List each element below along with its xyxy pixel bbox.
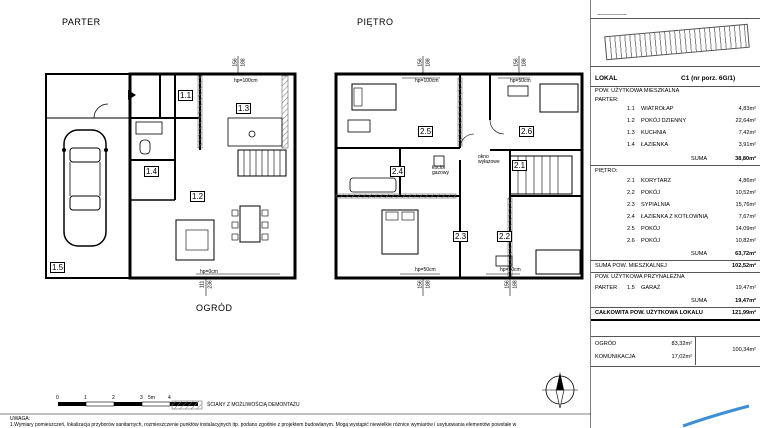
bed-icon [351,83,397,111]
room-tag-2-2: 2.2 [497,231,513,242]
dim-label: 111 [199,280,206,289]
room-tag-2-1: 2.1 [512,160,528,171]
logo-swoosh-icon [682,404,750,428]
lokal-value: C1 (nr porz. 6G/1) [681,75,736,82]
sofa-icon [175,219,215,261]
dim-label: 156 [513,58,520,67]
room-tag-2-3: 2.3 [453,231,469,242]
boiler-icon [433,155,445,167]
ground-floor-title: PARTER [62,17,101,27]
sill-height-label: hp=50cm [415,267,436,273]
dim-label: 188 [425,58,432,67]
sill-height-label: hp=100cm [415,78,439,84]
note-text: 1.Wymiary pomieszczeń, lokalizacja przyb… [10,422,517,428]
desk-icon [495,255,513,267]
section-heading: POW. UŻYTKOWA MIESZKALNA [595,88,680,94]
room-tag-1-4: 1.4 [144,166,160,177]
section-heading: POW. UŻYTKOWA PRZYNALEŻNA [595,274,685,280]
dim-label: 236 [207,280,214,289]
north-arrow-icon [542,372,578,409]
garden-label: OGRÓD [196,303,233,313]
dim-label: 188 [521,58,528,67]
bed-icon [381,209,419,255]
dining-table-icon [231,205,269,243]
lokal-row: LOKAL C1 (nr porz. 6G/1) [595,74,758,84]
upper-floor-plan [334,56,584,296]
scale-tick-label: 2 [112,395,115,401]
area-table-panel: LOKAL C1 (nr porz. 6G/1) POW. UŻYTKOWA M… [591,0,760,428]
scale-tick-label: 0 [56,395,59,401]
sill-height-label: hp=50cm [510,78,531,84]
dim-label: 188 [240,58,247,67]
bed-icon [535,249,581,275]
room-tag-1-5: 1.5 [50,262,66,273]
toilet-icon [139,139,151,155]
entrance-arrow-icon [128,90,136,100]
room-tag-2-5: 2.5 [418,126,434,137]
roof-hatch-label: okno wyłazowe [478,154,500,165]
section-heading: PIĘTRO: [595,168,618,174]
scale-tick-label: 5m [148,395,155,401]
boiler-label: kocioł gazowy [432,165,449,176]
room-tag-1-1: 1.1 [178,90,194,101]
dim-label: 156 [232,58,239,67]
bathtub-icon [349,177,397,193]
bed-icon [539,83,579,113]
desk-icon [507,85,529,97]
dim-label: 156 [504,280,511,289]
ground-stairs [237,149,287,177]
note-heading: UWAGA: [10,416,31,422]
logo-mark [597,0,627,15]
car-icon [62,129,108,247]
dim-label: 188 [512,280,519,289]
scale-tick-label: 1 [84,395,87,401]
room-tag-2-6: 2.6 [519,126,535,137]
dim-label: 156 [417,58,424,67]
legend-hatch-swatch [171,400,203,410]
section-heading: PARTER: [595,97,619,103]
room-tag-1-2: 1.2 [190,191,206,202]
upper-floor-title: PIĘTRO [357,17,394,27]
dim-label: 156 [417,280,424,289]
sill-height-label: hp=100cm [234,78,258,84]
room-tag-1-3: 1.3 [236,103,252,114]
lokal-label: LOKAL [595,75,618,82]
legend-walls-label: ŚCIANY Z MOŻLIWOŚCIĄ DEMONTAŻU [207,402,300,408]
sink-icon [135,121,163,135]
outdoor-sum: 100,34m² [732,347,756,353]
sill-height-label: hp=0cm [200,269,218,275]
floor-plans-drawing [0,0,591,428]
ground-floor-plan [45,56,297,296]
key-plan-thumbnail [604,23,750,61]
scale-tick-label: 3 [140,395,143,401]
desk-icon [347,119,371,133]
sill-height-label: hp=50cm [500,267,521,273]
dim-label: 188 [425,280,432,289]
scale-tick-label: 4 [168,395,171,401]
room-tag-2-4: 2.4 [390,166,406,177]
